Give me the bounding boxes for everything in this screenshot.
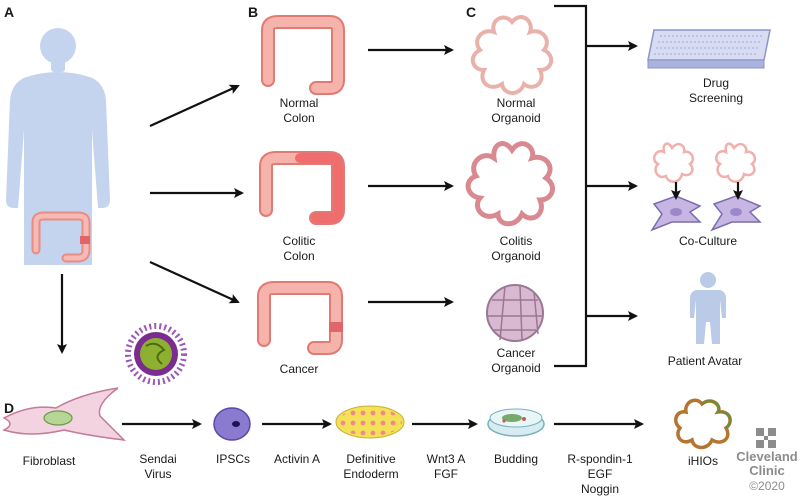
- cancer-colon: [257, 281, 343, 355]
- patient-avatar-label: Patient Avatar: [667, 354, 743, 368]
- logo-line-1: Cleveland: [736, 449, 798, 464]
- coculture-organoid-right: [715, 142, 757, 183]
- body-colon-inner: [33, 213, 89, 261]
- fibroblast-label: Fibroblast: [22, 454, 76, 468]
- panel-label-c: C: [466, 4, 477, 20]
- colitis-organoid: [465, 141, 556, 227]
- sendai-virus: [125, 323, 187, 385]
- normal-organoid: [470, 15, 554, 95]
- cancer-organoid: [486, 284, 544, 342]
- coculture-cell-left: [650, 195, 702, 232]
- ihios-label: iHIOs: [688, 454, 718, 468]
- cleveland-clinic-mark-icon: [756, 428, 776, 448]
- cancer-tumor: [329, 322, 343, 332]
- colitic-colon: [259, 151, 345, 225]
- panel-label-a: A: [4, 4, 15, 20]
- body-tumor: [80, 236, 90, 244]
- logo-line-2: Clinic: [749, 463, 785, 478]
- activin-label: Activin A: [273, 452, 321, 466]
- coculture-label: Co-Culture: [678, 234, 738, 248]
- ipscs-label: IPSCs: [215, 452, 250, 466]
- cancer-colon-label: Cancer: [279, 362, 319, 376]
- budding-dish: [487, 408, 545, 437]
- patient-avatar-silhouette: [690, 272, 726, 344]
- fibroblast-cell: [1, 387, 127, 441]
- drug-screening-plate: [647, 29, 771, 69]
- panel-label-d: D: [4, 400, 15, 416]
- human-silhouette: [6, 28, 110, 265]
- budding-label: Budding: [493, 452, 539, 466]
- coculture-cell-right: [710, 195, 762, 232]
- bracket: [554, 4, 588, 368]
- endoderm-cells: [335, 405, 405, 439]
- flow-arrows: [57, 41, 743, 429]
- cleveland-clinic-logo: Cleveland Clinic ©2020: [736, 428, 798, 494]
- panel-label-b: B: [248, 4, 259, 20]
- ihio-organoid-highlight: [701, 400, 732, 429]
- logo-copyright: ©2020: [749, 479, 785, 493]
- normal-colon: [261, 15, 345, 95]
- ipsc-cell: [213, 407, 251, 441]
- coculture-organoid-left: [653, 142, 695, 183]
- ihio-organoid: [674, 398, 732, 450]
